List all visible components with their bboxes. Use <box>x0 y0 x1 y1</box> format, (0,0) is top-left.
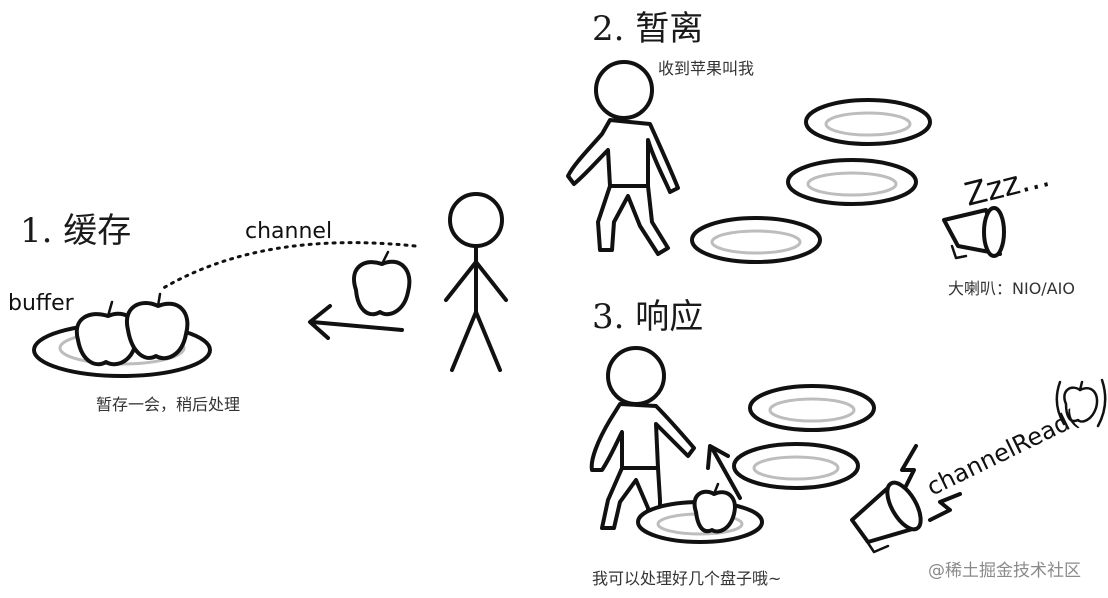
stick-figure-icon <box>444 192 508 372</box>
buffer-caption: 暂存一会，稍后处理 <box>96 395 240 414</box>
plate-icon <box>732 442 860 490</box>
speaker-label: 大喇叭：NIO/AIO <box>948 279 1075 298</box>
watermark: @稀土掘金技术社区 <box>928 561 1081 581</box>
plate-icon <box>748 384 876 432</box>
channel-read-label: channelRead( <box>922 404 1082 501</box>
respond-caption: 我可以处理好几个盘子哦~ <box>592 569 781 588</box>
away-caption: 收到苹果叫我 <box>658 59 754 78</box>
plate-with-apple-icon <box>636 482 764 544</box>
apple-icon <box>352 250 412 317</box>
arrow-icon <box>308 304 404 340</box>
lightning-bolt-icon <box>928 492 962 522</box>
plate-icon <box>804 98 932 146</box>
buffer-heading: 1. 缓存 <box>20 211 131 251</box>
respond-heading: 3. 响应 <box>592 297 703 337</box>
megaphone-icon <box>942 206 1006 260</box>
away-heading: 2. 暂离 <box>592 9 703 49</box>
lightning-bolt-icon <box>900 444 918 496</box>
apple-icon <box>124 292 190 361</box>
walking-figure-icon <box>566 60 680 256</box>
arrow-icon <box>706 444 742 500</box>
apple-icon <box>1055 378 1107 428</box>
channel-dotted-path <box>158 241 417 292</box>
channel-label: channel <box>245 219 332 244</box>
plate-icon <box>690 216 822 264</box>
megaphone-icon <box>850 480 923 554</box>
plate-icon <box>786 158 918 206</box>
working-figure-icon <box>589 346 696 530</box>
zzz-label: Zzz... <box>961 156 1054 214</box>
buffer-label: buffer <box>8 291 75 316</box>
